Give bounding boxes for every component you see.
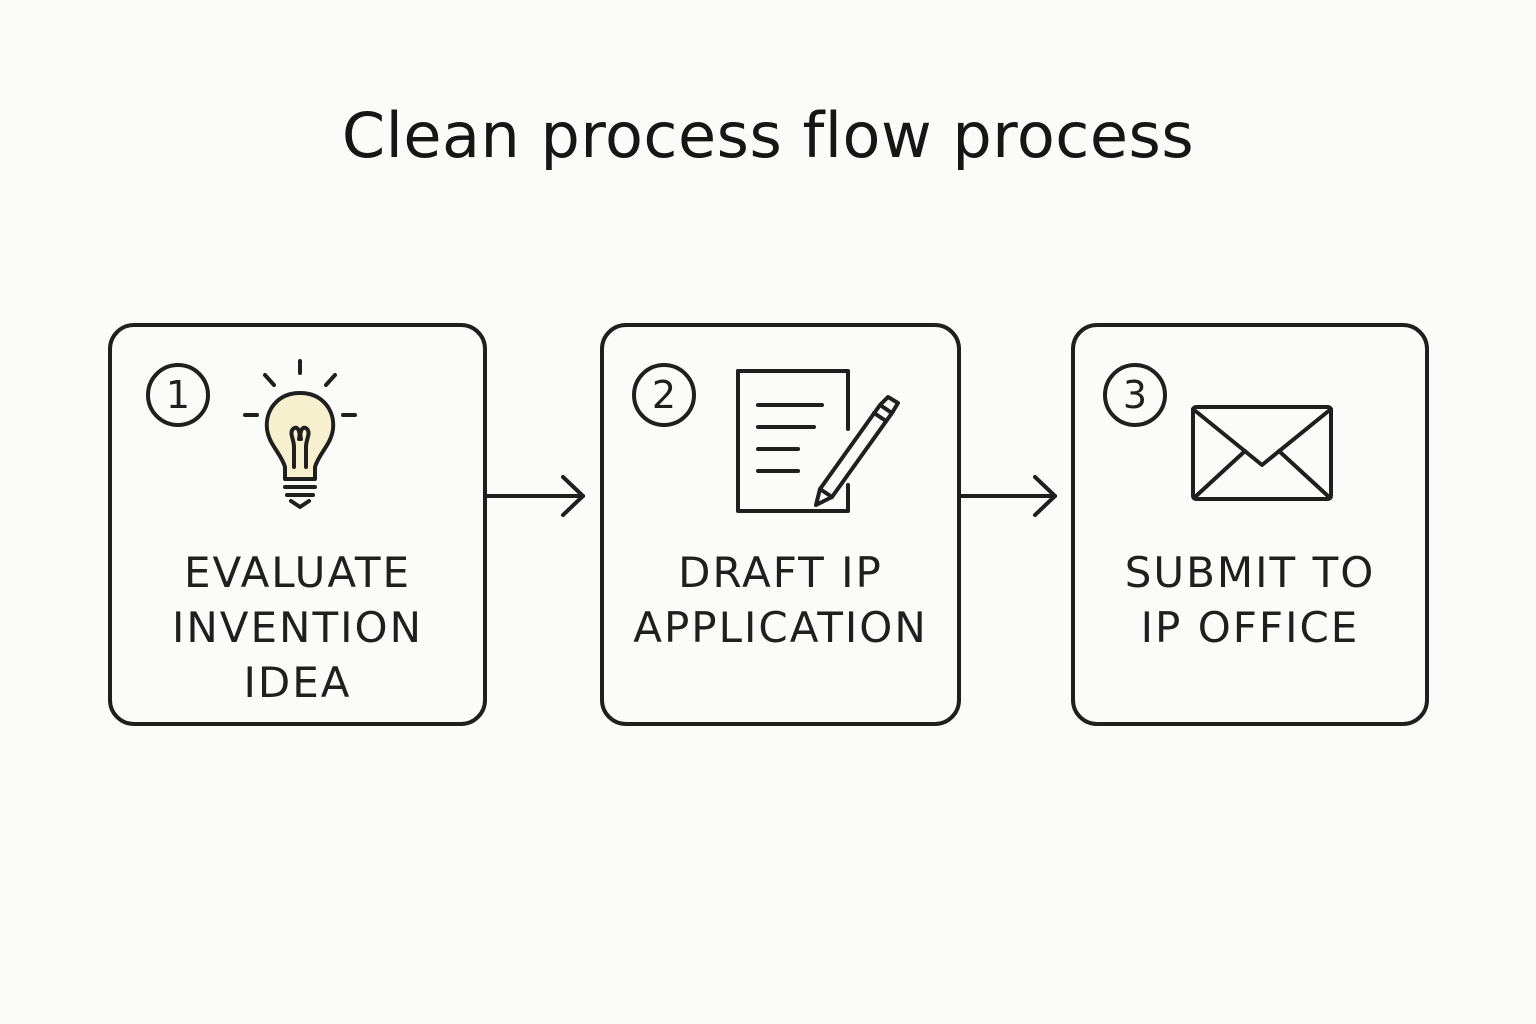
envelope-icon xyxy=(1191,405,1333,501)
document-pen-icon xyxy=(736,369,900,513)
step-label: SUBMIT TO IP OFFICE xyxy=(1124,548,1376,652)
step-label: DRAFT IP APPLICATION xyxy=(633,548,928,652)
step-label: EVALUATE INVENTION IDEA xyxy=(171,548,423,707)
diagram-title: Clean process flow process xyxy=(341,99,1195,172)
step-number-badge: 1 xyxy=(146,363,210,427)
arrow-right-icon xyxy=(487,475,585,517)
step-box-draft: 2 DRAFT IP APPLICATION xyxy=(600,323,961,726)
step-box-evaluate: 1 EVALUATE INVENTION IDEA xyxy=(108,323,487,726)
step-box-submit: 3 SUBMIT TO IP OFFICE xyxy=(1071,323,1429,726)
arrow-right-icon xyxy=(961,475,1057,517)
step-number-badge: 2 xyxy=(632,363,696,427)
step-number-badge: 3 xyxy=(1103,363,1167,427)
lightbulb-icon xyxy=(243,359,357,509)
